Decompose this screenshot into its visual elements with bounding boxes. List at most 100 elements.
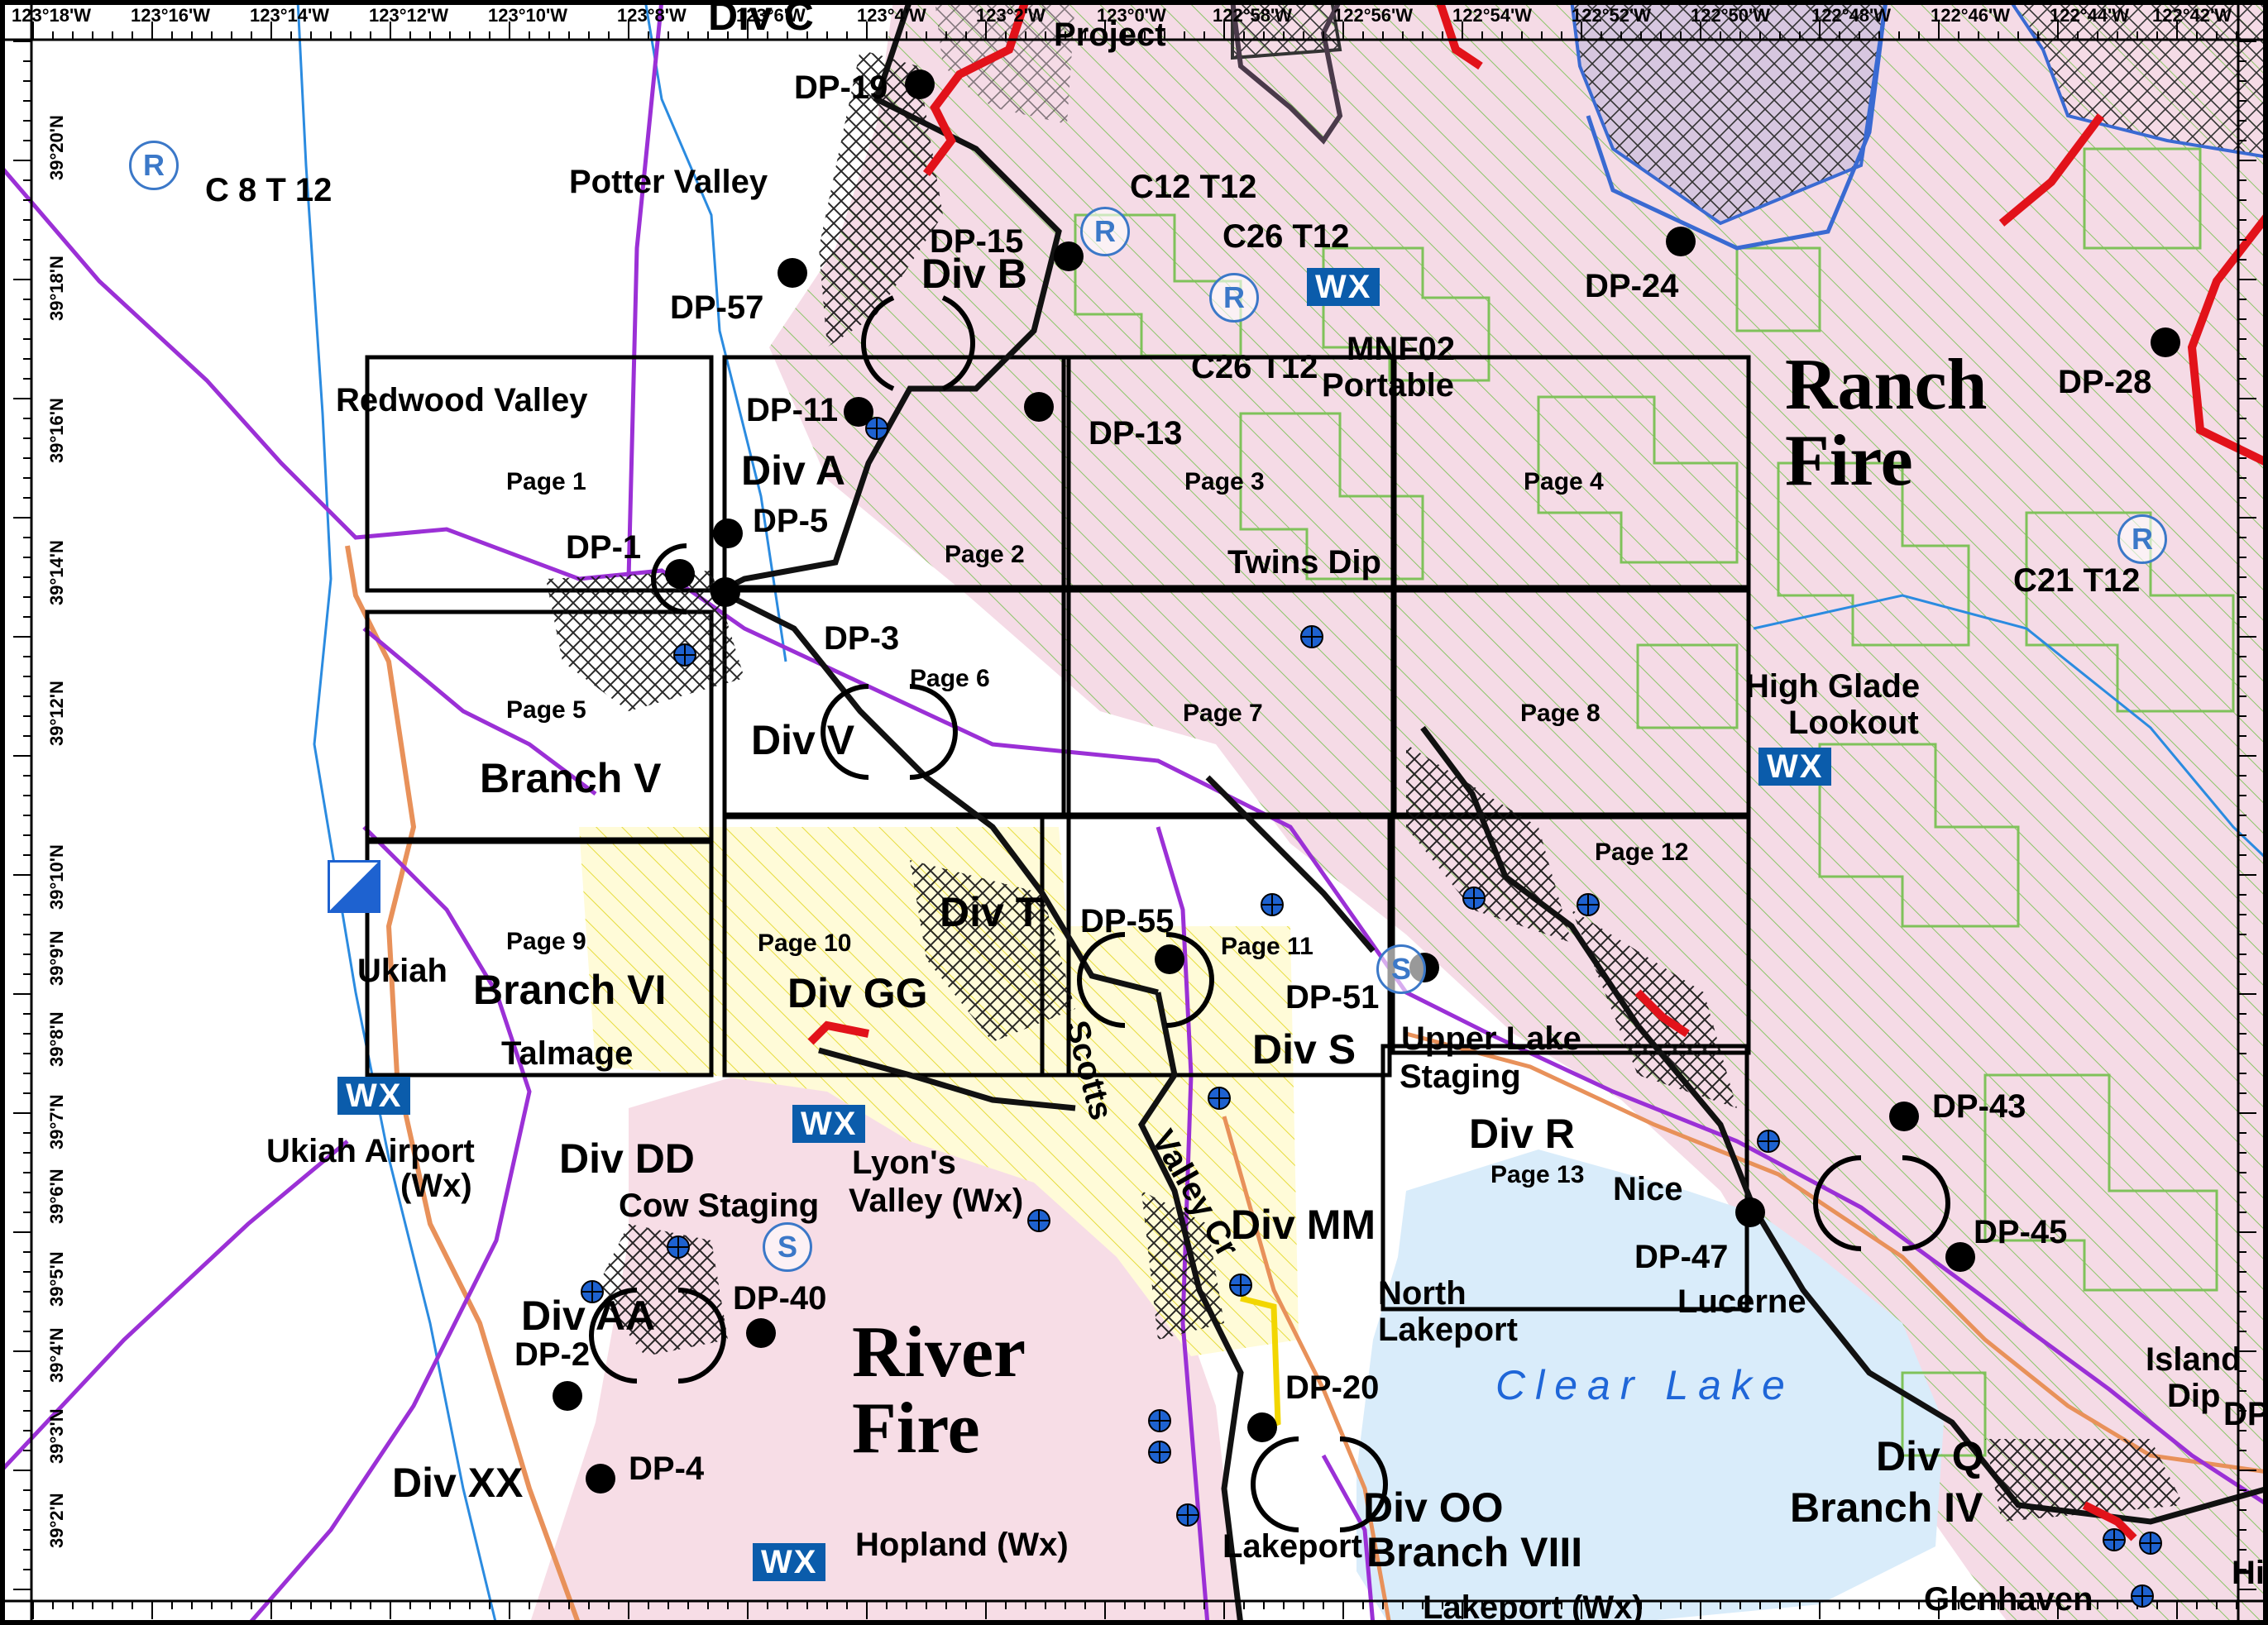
dp-47-label: DP-47 (1634, 1239, 1729, 1275)
dp-13-label: DP-13 (1089, 415, 1183, 452)
dp-57-label: DP-57 (670, 289, 764, 326)
place-lakeport-wx: Lakeport (Wx) (1423, 1589, 1644, 1625)
place-potter-valley: Potter Valley (569, 164, 768, 200)
staging-symbol-cow: S (763, 1222, 812, 1272)
dp-40-label: DP-40 (733, 1280, 827, 1317)
place-upper-lake: Upper Lake (1401, 1020, 1581, 1057)
weather-station-1: WX (1307, 268, 1380, 306)
lon-tick-0: 123°18'W (12, 5, 91, 26)
place-hig-cut: Hig (2232, 1555, 2268, 1591)
lon-tick-16: 122°46'W (1931, 5, 2010, 26)
weather-station-2: WX (1758, 748, 1832, 786)
lon-tick-12: 122°54'W (1452, 5, 1532, 26)
place-lyons: Lyon's (852, 1145, 956, 1181)
page-label-11: Page 11 (1221, 933, 1313, 960)
highway-29 (1222, 1116, 1392, 1625)
place-lucerne: Lucerne (1677, 1283, 1806, 1320)
place-ukiah: Ukiah (357, 953, 447, 989)
place-north: North (1378, 1275, 1467, 1312)
active-fire-edge (807, 0, 2268, 1541)
lat-tick-6: 39°9'N (46, 930, 67, 986)
place-lookout: Lookout (1788, 705, 1919, 741)
lat-tick-2: 39°16'N (46, 398, 67, 463)
lon-tick-5: 123°8'W (617, 5, 687, 26)
page-label-10: Page 10 (758, 930, 852, 957)
dp-20-label: DP-20 (1285, 1369, 1380, 1406)
place-dip: Dip (2167, 1378, 2221, 1414)
fire-name-river-text: River Fire (852, 1312, 1025, 1470)
helibase-icon (328, 860, 380, 913)
lon-tick-8: 123°2'W (976, 5, 1045, 26)
dp-1-label: DP-1 (566, 529, 642, 566)
creek-east-fork (644, 0, 787, 662)
div-v-label: Div V (751, 717, 855, 763)
page-label-2: Page 2 (945, 541, 1025, 568)
div-c-label: Div C (708, 0, 814, 39)
clear-lake (1356, 1149, 1944, 1625)
lat-tick-13: 39°2'N (46, 1493, 67, 1548)
place-ukiah-airport: Ukiah Airport (266, 1133, 475, 1169)
repeater-symbol-1: R (129, 141, 179, 190)
lon-tick-2: 123°14'W (250, 5, 329, 26)
grid-ref-c8t12: C 8 T 12 (205, 172, 333, 208)
dp-11-label: DP-11 (746, 392, 839, 428)
fire-name-ranch: Ranch Fire (1785, 347, 2000, 500)
div-mm-label: Div MM (1231, 1202, 1376, 1248)
dp-24-label: DP-24 (1585, 268, 1679, 304)
lon-tick-15: 122°48'W (1811, 5, 1891, 26)
place-cow-staging: Cow Staging (619, 1188, 820, 1224)
dp-43-label: DP-43 (1932, 1088, 2026, 1125)
lon-tick-7: 123°4'W (857, 5, 926, 26)
div-q-label: Div Q (1876, 1433, 1984, 1479)
div-r-label: Div R (1469, 1111, 1575, 1157)
page-label-1: Page 1 (506, 468, 586, 495)
dp-15-label: DP-15 (930, 223, 1024, 260)
place-redwood: Redwood Valley (336, 382, 588, 418)
lake-name: Clear Lake (1495, 1362, 1795, 1408)
lon-tick-14: 122°50'W (1691, 5, 1770, 26)
dp-3-label: DP-3 (824, 620, 900, 657)
dp-28-label: DP-28 (2058, 364, 2152, 400)
place-nice: Nice (1613, 1171, 1683, 1207)
page-label-3: Page 3 (1184, 468, 1265, 495)
place-twins-dip: Twins Dip (1227, 544, 1381, 581)
lat-tick-7: 39°8'N (46, 1011, 67, 1067)
place-ukiah-airport-wx: (Wx) (400, 1168, 472, 1204)
place-lakeport-north: Lakeport (1378, 1312, 1518, 1348)
place-hopland-wx: Hopland (Wx) (855, 1527, 1069, 1563)
dp-19-label: DP-19 (794, 69, 888, 106)
div-aa-label: Div AA (521, 1293, 656, 1339)
place-mnf02: MNF02 (1347, 331, 1456, 367)
lat-tick-0: 39°20'N (46, 115, 67, 180)
dp-45-label: DP-45 (1974, 1214, 2068, 1250)
place-staging: Staging (1400, 1059, 1521, 1095)
lon-tick-1: 123°16'W (131, 5, 210, 26)
div-b-label: Div B (921, 251, 1027, 297)
lon-tick-3: 123°12'W (369, 5, 448, 26)
lon-tick-11: 122°56'W (1333, 5, 1413, 26)
dp-2-label: DP-2 (514, 1336, 591, 1373)
div-xx-label: Div XX (392, 1460, 524, 1506)
dp-51-label: DP-51 (1285, 979, 1380, 1016)
div-gg-label: Div GG (787, 970, 928, 1016)
fire-name-ranch-text: Ranch Fire (1785, 345, 1988, 502)
page-label-7: Page 7 (1183, 700, 1263, 727)
frame-ticks (13, 22, 2256, 1619)
div-a-label: Div A (741, 447, 845, 494)
lat-tick-9: 39°6'N (46, 1169, 67, 1224)
page-label-6: Page 6 (910, 665, 990, 692)
branch-viii-label: Branch VIII (1366, 1529, 1583, 1575)
place-valley-wx: Valley (Wx) (849, 1183, 1024, 1219)
lon-tick-13: 122°52'W (1572, 5, 1651, 26)
div-oo-label: Div OO (1363, 1484, 1504, 1531)
page-label-5: Page 5 (506, 696, 586, 724)
lon-tick-17: 122°44'W (2050, 5, 2129, 26)
place-lakeport: Lakeport (1223, 1528, 1362, 1565)
page-label-13: Page 13 (1490, 1161, 1585, 1188)
dp-4-label: DP-4 (629, 1451, 705, 1487)
staging-symbol-upper-lake: S (1376, 944, 1426, 994)
hatched-zone-ne-1-outline (1569, 0, 1888, 226)
lat-tick-1: 39°18'N (46, 256, 67, 321)
place-island: Island (2146, 1341, 2242, 1378)
